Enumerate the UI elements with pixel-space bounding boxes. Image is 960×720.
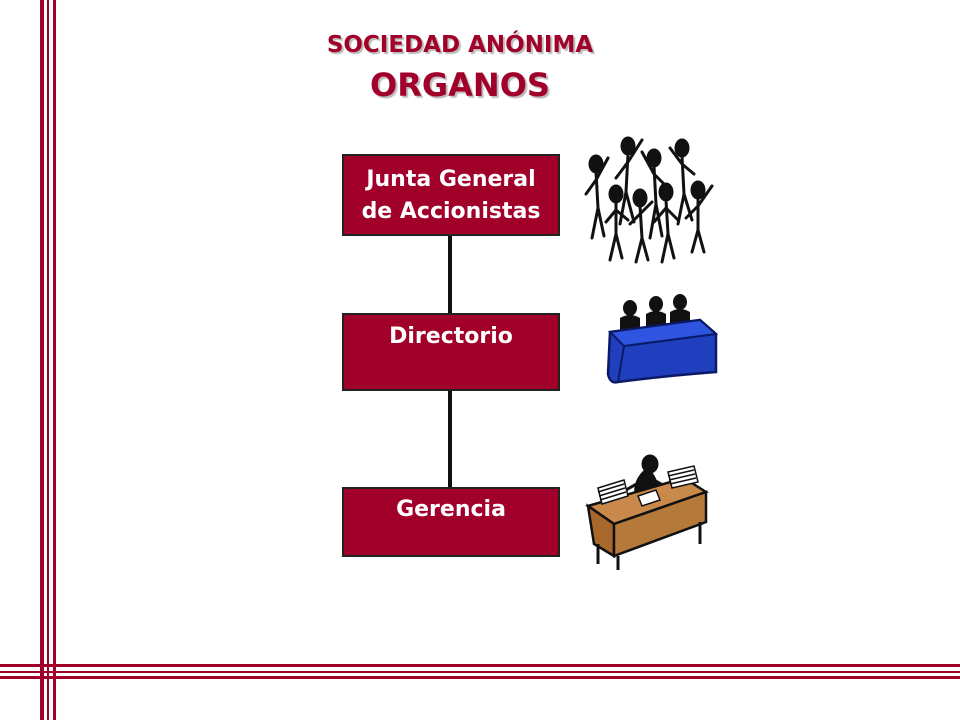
crowd-icon	[584, 136, 714, 264]
org-node-label-line1: Directorio	[389, 324, 513, 349]
org-node-directorio: Directorio	[342, 313, 560, 391]
manager-desk-icon	[585, 454, 709, 570]
title-line-1: SOCIEDAD ANÓNIMA	[326, 32, 594, 58]
org-node-label-line1: Junta General	[366, 167, 536, 192]
border-stripe-bottom-1	[0, 664, 960, 667]
border-stripe-left-2	[47, 0, 49, 720]
border-stripe-left-1	[40, 0, 44, 720]
org-node-label-line1: Gerencia	[396, 497, 506, 522]
org-node-label-line2: de Accionistas	[361, 199, 541, 224]
title-line-2: ORGANOS	[370, 66, 550, 104]
connector-junta-directorio	[448, 236, 452, 313]
org-node-junta-general: Junta General de Accionistas	[342, 154, 560, 236]
board-table-icon	[606, 294, 719, 384]
org-node-gerencia: Gerencia	[342, 487, 560, 557]
border-stripe-bottom-3	[0, 676, 960, 679]
connector-directorio-gerencia	[448, 391, 452, 487]
border-stripe-left-3	[53, 0, 56, 720]
border-stripe-bottom-2	[0, 671, 960, 673]
